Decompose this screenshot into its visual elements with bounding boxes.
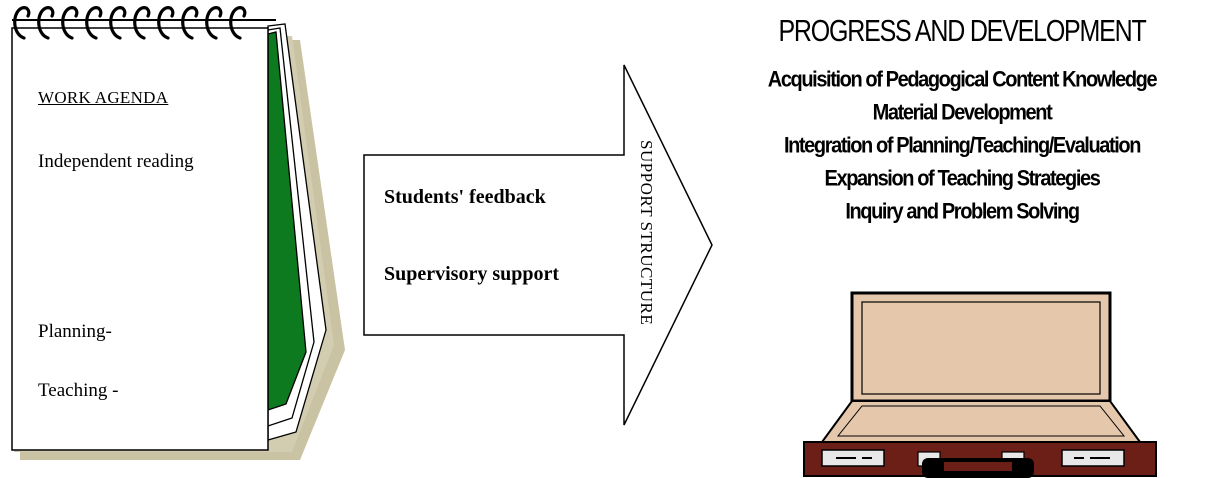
progress-item: Expansion of Teaching Strategies — [824, 166, 1101, 192]
briefcase-lid — [850, 291, 1112, 403]
work-agenda-heading: WORK AGENDA — [38, 88, 169, 107]
progress-heading: PROGRESS AND DEVELOPMENT — [778, 14, 1146, 49]
work-agenda-item: Independent reading — [38, 151, 194, 172]
briefcase-handle-grip — [944, 462, 1012, 471]
progress-list: Acquisition of Pedagogical Content Knowl… — [700, 64, 1219, 229]
support-structure-label: SUPPORT STRUCTURE — [637, 140, 656, 326]
support-item: Students' feedback — [384, 186, 546, 208]
briefcase-illustration — [803, 291, 1157, 478]
progress-item: Integration of Planning/Teaching/Evaluat… — [783, 133, 1142, 159]
work-agenda-item: Teaching - — [38, 380, 119, 401]
support-item: Supervisory support — [384, 263, 560, 285]
support-arrow — [363, 64, 713, 426]
progress-item: Material Development — [872, 100, 1053, 126]
progress-item: Inquiry and Problem Solving — [845, 199, 1080, 225]
briefcase-lid-inner — [861, 301, 1101, 395]
notebook-front-page — [11, 27, 269, 451]
work-agenda-item: Planning- — [38, 321, 112, 342]
notebook-spiral — [13, 6, 247, 40]
notebook-illustration — [11, 6, 345, 460]
progress-item: Acquisition of Pedagogical Content Knowl… — [767, 67, 1158, 93]
briefcase-tray-inner — [836, 405, 1126, 437]
